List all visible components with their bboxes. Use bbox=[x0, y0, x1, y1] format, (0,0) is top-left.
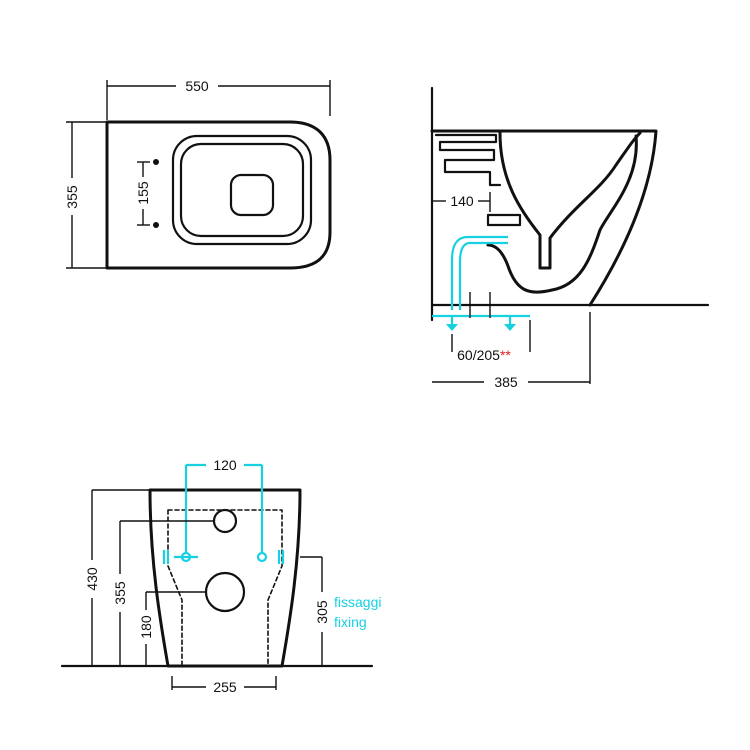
height-dimension: 430 bbox=[84, 489, 150, 666]
fixing-spacing-label: 120 bbox=[213, 457, 237, 473]
fixing-label-it: fissaggi bbox=[334, 594, 381, 610]
side-body-outline bbox=[430, 129, 658, 307]
drain-dimension: 60/205** bbox=[451, 320, 531, 363]
rim-outer bbox=[171, 134, 313, 246]
base-width-dimension: 255 bbox=[171, 676, 277, 695]
bowl-opening bbox=[229, 173, 275, 217]
fixing-spacing-dimension: 120 bbox=[184, 457, 264, 552]
inlet-height-label: 355 bbox=[112, 581, 128, 605]
side-view: 140 60/205** 385 bbox=[430, 86, 710, 390]
inlet-opening bbox=[212, 508, 238, 534]
outlet-label: 140 bbox=[450, 193, 474, 209]
fixings bbox=[162, 550, 285, 564]
drain-label: 60/205** bbox=[457, 347, 511, 363]
inlet-height-dimension: 355 bbox=[112, 520, 214, 666]
rim-inner bbox=[179, 142, 305, 238]
fixing-hole-top bbox=[153, 159, 159, 165]
fixing-hole-bottom bbox=[153, 222, 159, 228]
width-label: 550 bbox=[185, 78, 209, 94]
depth-dimension: 355 bbox=[64, 121, 107, 269]
depth-label: 355 bbox=[64, 185, 80, 209]
outlet-height-dimension: 180 bbox=[138, 591, 206, 666]
side-bowl-inner bbox=[498, 131, 642, 270]
front-view: 120 430 355 180 305 fissag bbox=[60, 457, 381, 695]
front-hidden-outline bbox=[167, 509, 283, 665]
projection-label: 385 bbox=[494, 374, 518, 390]
outlet-connector bbox=[486, 213, 522, 227]
outlet-height-label: 180 bbox=[138, 615, 154, 639]
fixing-label-en: fixing bbox=[334, 614, 367, 630]
hole-spacing-dimension: 155 bbox=[135, 161, 151, 226]
height-label: 430 bbox=[84, 567, 100, 591]
fixing-height-dimension: 305 fissaggi fixing bbox=[300, 556, 381, 666]
base-width-label: 255 bbox=[213, 679, 237, 695]
width-dimension: 550 bbox=[106, 78, 331, 120]
projection-dimension: 385 bbox=[432, 312, 591, 390]
outlet-dimension: 140 bbox=[432, 192, 491, 212]
hole-spacing-label: 155 bbox=[135, 181, 151, 205]
side-bowl-curve bbox=[486, 134, 638, 294]
inlet-connector bbox=[434, 133, 502, 187]
top-view: 550 355 155 bbox=[64, 78, 332, 270]
fixing-height-label: 305 bbox=[314, 600, 330, 624]
front-body-outline bbox=[148, 488, 302, 668]
outlet-opening bbox=[204, 571, 246, 613]
drain-pipe bbox=[432, 235, 530, 331]
bowl-outline bbox=[105, 120, 332, 270]
